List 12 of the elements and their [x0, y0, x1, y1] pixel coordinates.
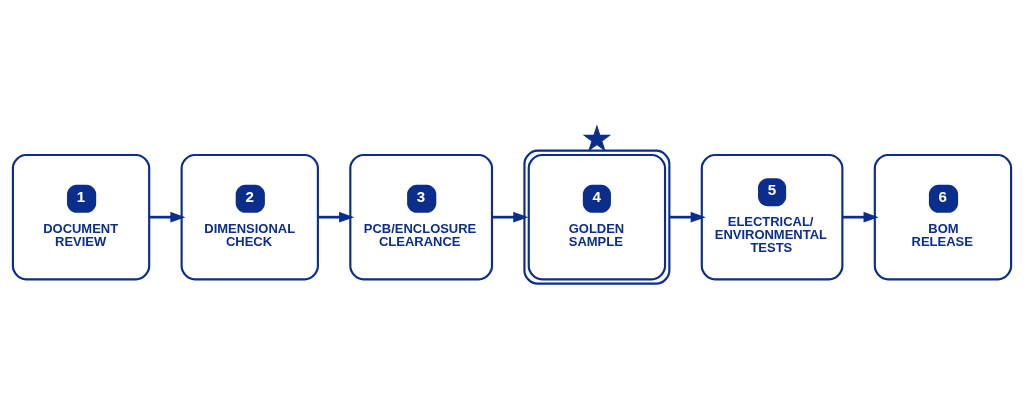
arrow	[669, 211, 706, 222]
node-star	[582, 124, 612, 152]
node-box: 1 DOCUMENT REVIEW	[11, 153, 151, 280]
arrow	[149, 211, 186, 222]
node-box: 4 GOLDEN SAMPLE	[523, 149, 671, 285]
node-box: 2 DIMENSIONAL CHECK	[180, 153, 319, 280]
node-box: 5 ELECTRICAL/ ENVIRONMENTAL TESTS	[700, 153, 844, 280]
arrow	[492, 211, 529, 222]
node-box: 6 BOM RELEASE	[873, 153, 1013, 280]
arrow	[318, 211, 355, 222]
arrow	[842, 211, 879, 222]
node-box: 3 PCB/ENCLOSURE CLEARANCE	[349, 153, 494, 280]
